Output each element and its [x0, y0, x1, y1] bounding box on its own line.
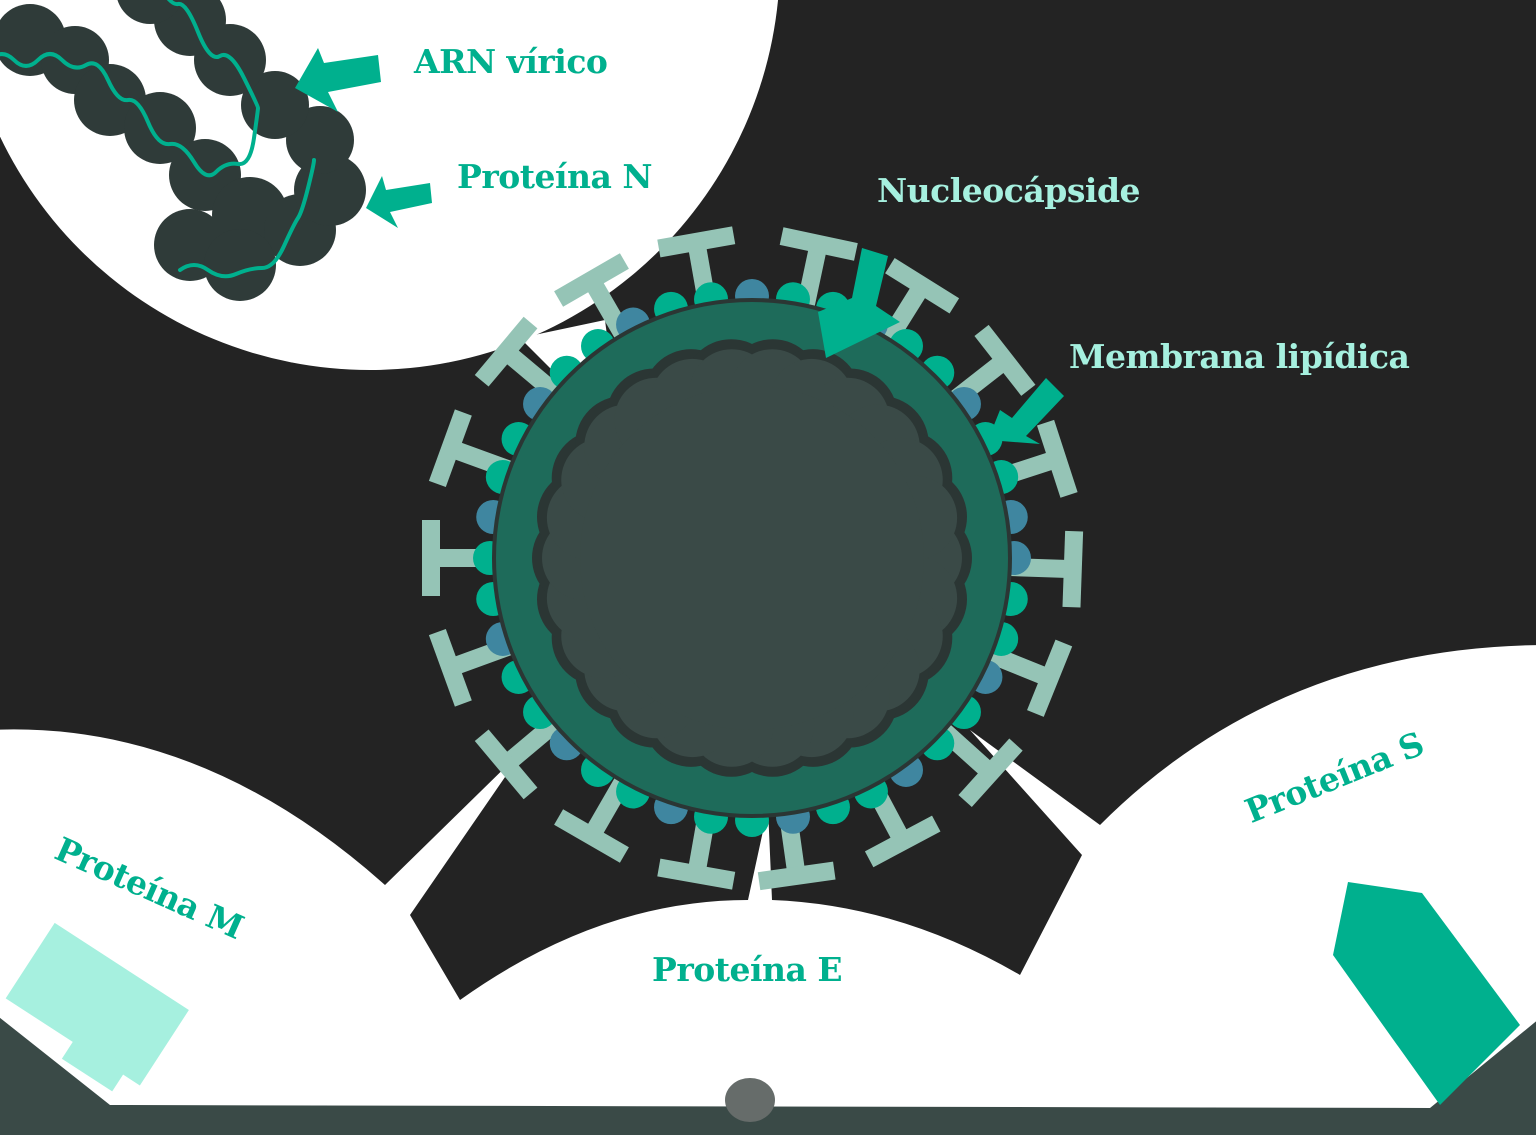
protein-s-shape [1333, 882, 1520, 1105]
arrow-proteina-n [366, 176, 432, 228]
virion [422, 226, 1084, 891]
rna-strand-lower [178, 158, 316, 279]
rna-protein-chain [0, 0, 366, 301]
label-membrana-lipidica: Membrana lipídica [1069, 337, 1410, 376]
arrow-membrana [988, 378, 1064, 444]
arrow-arn [295, 48, 381, 112]
label-proteina-e: Proteína E [652, 950, 843, 989]
arrow-nucleocapside [818, 248, 900, 358]
pointer-arrows [295, 48, 1064, 444]
bottom-zoom-panels [0, 645, 1536, 1135]
label-proteina-n: Proteína N [457, 157, 653, 196]
rna-strand [0, 0, 261, 178]
core-fill [580, 386, 924, 730]
protein-e-shape [725, 1078, 775, 1122]
spike-protein [474, 711, 567, 800]
protein-m-shape [5, 922, 189, 1092]
spike-protein [474, 316, 567, 405]
spike-protein [876, 258, 960, 351]
membrane-strip [0, 1017, 1536, 1135]
label-arn-virico: ARN vírico [414, 42, 608, 81]
bottom-bubbles [0, 645, 1536, 1135]
nucleocapsid-zoom-panel [0, 0, 778, 438]
label-nucleocapside: Nucleocápside [877, 171, 1141, 210]
nucleocapsid-core [532, 339, 972, 777]
